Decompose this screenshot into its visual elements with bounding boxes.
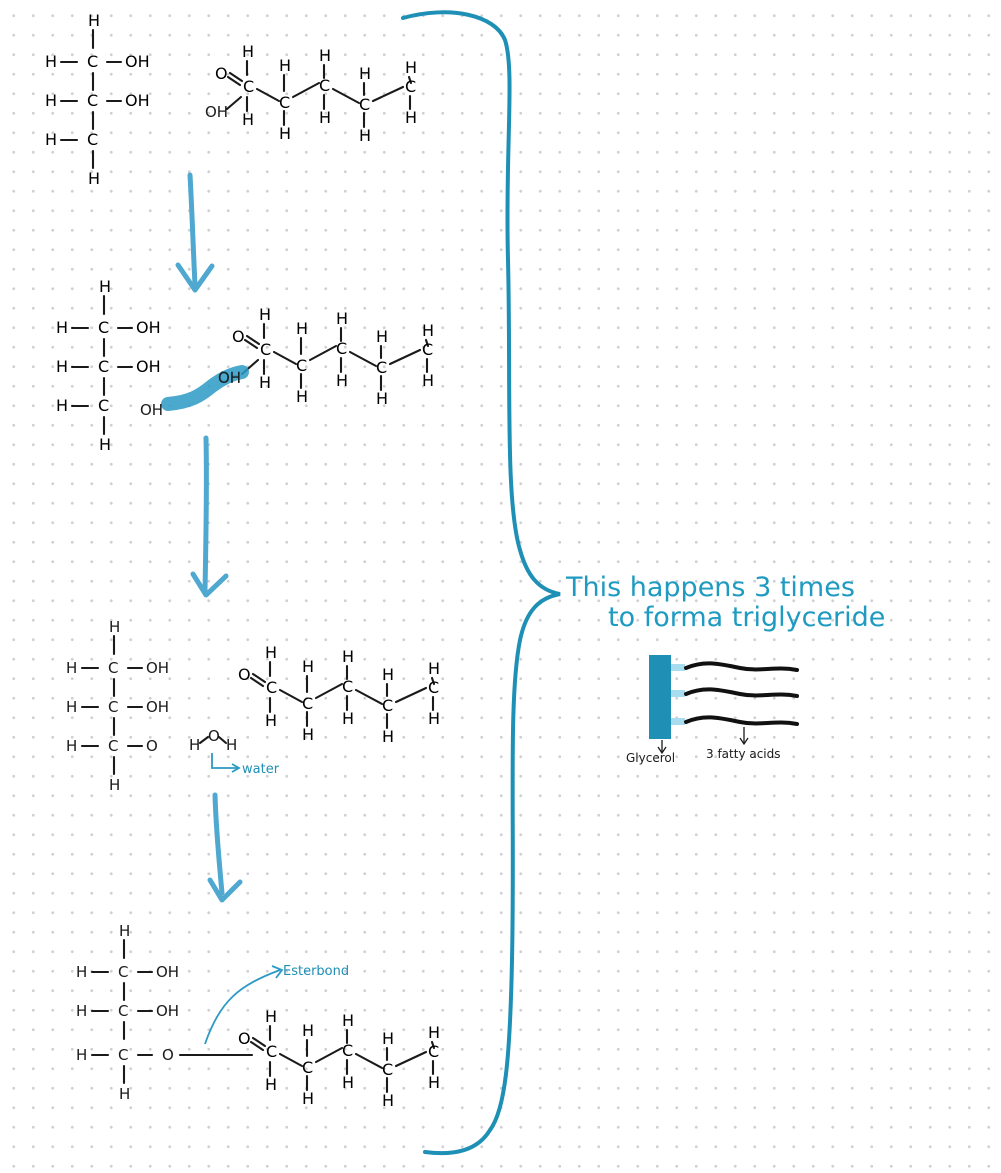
link-1 — [671, 664, 685, 671]
atom-c: C — [118, 963, 128, 981]
stage-3: H H C OH H C OH H C O H H O H — [66, 618, 442, 794]
ester-bond-label: Esterbond — [283, 964, 349, 979]
arrow-down-2 — [202, 435, 209, 593]
atom-oh: OH — [140, 401, 163, 419]
atom-oh: OH — [156, 1002, 179, 1020]
atom-oh: OH — [205, 103, 228, 121]
arrow-down-3 — [212, 792, 225, 896]
caption-line-2: to forma triglyceride — [608, 602, 885, 633]
fatty-acid-chain-1 — [684, 661, 799, 672]
atom-h: H — [189, 736, 200, 754]
atom-h: H — [226, 736, 237, 754]
atom-h: H — [76, 1046, 87, 1064]
stage-4: H H C OH H C OH H C O H — [76, 922, 442, 1112]
water-label: water — [242, 762, 280, 777]
atom-h: H — [66, 737, 77, 755]
atom-c: C — [108, 659, 118, 677]
glycerol-backbone — [649, 655, 671, 739]
fatty-acid-chain-2 — [684, 687, 799, 698]
stage-1: OH — [43, 9, 419, 190]
arrow-head-3 — [207, 877, 243, 903]
glycerol-pointer-head — [657, 746, 667, 755]
atom-h: H — [76, 963, 87, 981]
atom-o: O — [208, 727, 220, 745]
arrow-head-1 — [175, 262, 215, 293]
atom-h: H — [119, 922, 130, 940]
fatty-acids-label: 3 fatty acids — [706, 747, 781, 761]
atom-oh: OH — [146, 659, 169, 677]
water-pointer-head — [231, 763, 241, 773]
caption-line-1: This happens 3 times — [565, 572, 855, 603]
link-3 — [671, 718, 685, 725]
atom-h: H — [76, 1002, 87, 1020]
highlight-oh-link — [161, 365, 249, 411]
ester-bond-pointer-head — [271, 965, 284, 979]
atom-h: H — [109, 618, 120, 636]
atom-h: H — [119, 1085, 130, 1103]
water-pointer — [211, 753, 238, 769]
atom-o: O — [146, 737, 158, 755]
atom-h: H — [66, 698, 77, 716]
fatty-acid-pointer-head — [739, 737, 749, 746]
atom-oh: OH — [146, 698, 169, 716]
atom-oh: OH — [156, 963, 179, 981]
atom-oh: OH — [218, 369, 241, 387]
glycerol-label: Glycerol — [626, 751, 675, 765]
curly-brace — [401, 10, 561, 1156]
water-molecule: H O H — [189, 727, 237, 754]
atom-o: O — [162, 1046, 174, 1064]
ester-bond-pointer — [204, 969, 281, 1045]
stage-2: OH — [54, 275, 436, 456]
link-2 — [671, 690, 685, 697]
atom-c: C — [108, 737, 118, 755]
triglyceride-schematic: Glycerol 3 fatty acids — [626, 655, 799, 765]
atom-h: H — [66, 659, 77, 677]
atom-h: H — [109, 776, 120, 794]
atom-c: C — [118, 1002, 128, 1020]
atom-c: C — [108, 698, 118, 716]
atom-c: C — [118, 1046, 128, 1064]
arrow-down-1 — [187, 172, 198, 288]
fatty-acid-chain-3 — [684, 715, 799, 726]
arrow-head-2 — [190, 571, 229, 598]
